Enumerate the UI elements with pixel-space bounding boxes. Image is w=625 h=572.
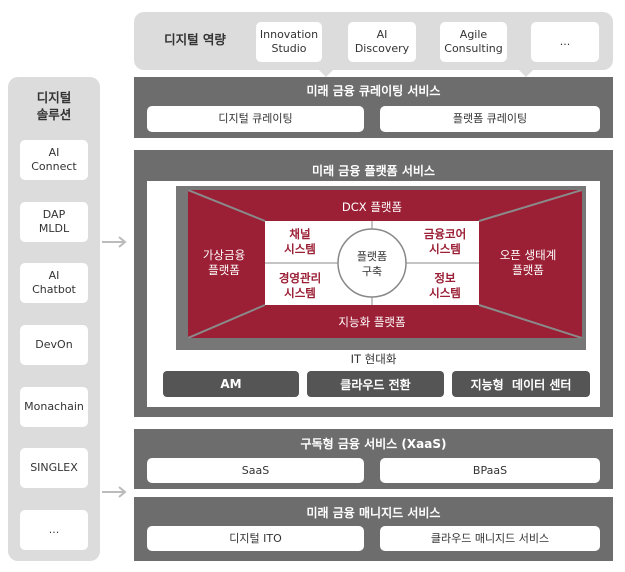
arrow-right-icon [102, 236, 127, 248]
cloud-transition-box: 클라우드 전환 [307, 371, 444, 397]
core-system: 금융코어 시스템 [423, 227, 467, 256]
arrow-right-icon [102, 486, 127, 498]
capability-item: Agile Consulting [440, 22, 507, 62]
channel-system: 채널 시스템 [284, 227, 316, 256]
information-system: 정보 시스템 [429, 271, 461, 300]
dcx-platform: DCX 플랫폼 [341, 199, 403, 214]
solution-item: AI Connect [20, 140, 88, 180]
capability-item: AI Discovery [348, 22, 416, 62]
it-modernization-label: IT 현대화 [350, 352, 397, 366]
curating-title: 미래 금융 큐레이팅 서비스 [306, 83, 441, 98]
open-ecosystem-platform: 오픈 생태계 플랫폼 [499, 248, 557, 277]
capability-item: ... [531, 22, 599, 62]
capability-item: Innovation Studio [256, 22, 322, 62]
am-box: AM [163, 371, 299, 397]
capability-title: 디지털 역량 [164, 31, 226, 47]
managed-item: 디지털 ITO [147, 526, 364, 551]
management-system: 경영관리 시스템 [278, 271, 322, 300]
managed-item: 클라우드 매니지드 서비스 [380, 526, 600, 551]
xaas-title: 구독형 금융 서비스 (XaaS) [300, 436, 447, 451]
managed-title: 미래 금융 매니지드 서비스 [306, 505, 441, 520]
xaas-item: SaaS [147, 458, 364, 483]
data-center-box: 지능형 데이터 센터 [452, 371, 590, 397]
solutions-title: 디지털 솔루션 [36, 90, 72, 122]
virtual-finance-platform: 가상금융 플랫폼 [202, 248, 246, 277]
intelligence-platform: 지능화 플랫폼 [338, 314, 406, 329]
solution-item: SINGLEX [20, 448, 88, 488]
solution-item: DevOn [20, 325, 88, 365]
solution-item: DAP MLDL [20, 202, 88, 242]
solution-item: Monachain [20, 387, 88, 427]
platform-diagram [188, 190, 582, 338]
xaas-item: BPaaS [380, 458, 600, 483]
platform-title: 미래 금융 플랫폼 서비스 [312, 163, 435, 178]
curating-item: 디지털 큐레이팅 [147, 106, 364, 132]
pointer-1 [318, 69, 334, 77]
solution-item: AI Chatbot [20, 263, 88, 303]
curating-item: 플랫폼 큐레이팅 [380, 106, 600, 132]
pointer-2 [518, 69, 534, 77]
solution-item: ... [20, 510, 88, 550]
platform-build-center: 플랫폼 구축 [356, 250, 388, 278]
